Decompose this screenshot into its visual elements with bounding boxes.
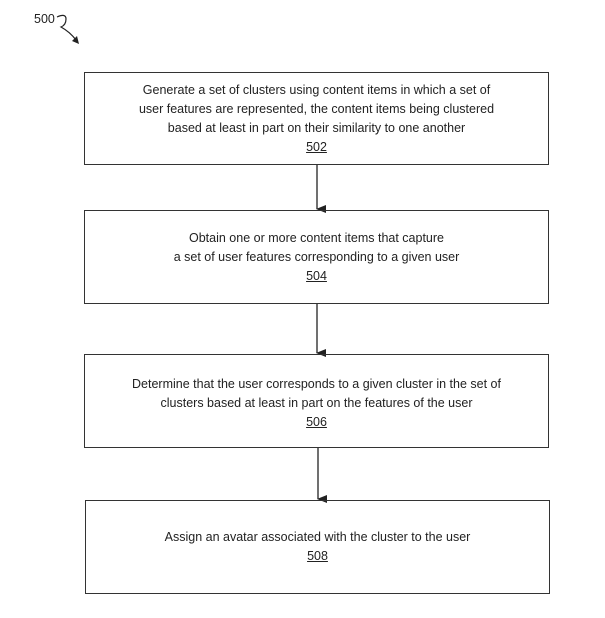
step-text-line: Generate a set of clusters using content… [142, 82, 491, 97]
step-number: 504 [306, 268, 327, 283]
step-text-line: a set of user features corresponding to … [173, 249, 460, 264]
step-text-line: user features are represented, the conte… [138, 101, 495, 116]
step-text-line: Determine that the user corresponds to a… [132, 377, 501, 391]
figure-label-squiggle-arrow [56, 14, 77, 41]
step-text-line: Obtain one or more content items that ca… [189, 230, 444, 245]
figure-label: 500 [34, 12, 55, 26]
step-text-line: based at least in part on their similari… [167, 120, 466, 135]
step-text-line: clusters based at least in part on the f… [160, 396, 473, 410]
step-text-line: Assign an avatar associated with the clu… [164, 530, 471, 544]
step-502-box: Generate a set of clusters using content… [84, 72, 549, 165]
step-number: 508 [307, 549, 328, 563]
step-506-box: Determine that the user corresponds to a… [84, 354, 549, 448]
step-508-box: Assign an avatar associated with the clu… [85, 500, 550, 594]
step-number: 506 [306, 415, 327, 429]
step-number: 502 [306, 139, 327, 154]
step-504-box: Obtain one or more content items that ca… [84, 210, 549, 304]
squiggle-arrowhead [72, 36, 79, 44]
